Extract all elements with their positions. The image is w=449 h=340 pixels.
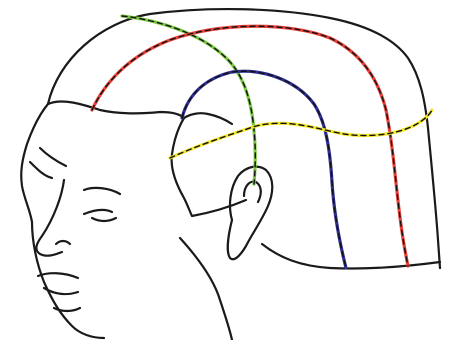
ear-inner-outline: [244, 182, 261, 202]
eyebrow-right: [84, 188, 120, 194]
nape-outline: [262, 244, 440, 269]
eye-right-lid: [92, 218, 116, 221]
hairline-left: [21, 104, 48, 222]
eye-right: [84, 210, 112, 214]
nose-outline: [36, 180, 64, 256]
forehead-outline: [48, 102, 184, 118]
jaw-outline: [32, 222, 104, 338]
eye-left: [30, 162, 52, 178]
head-outline: [48, 9, 440, 268]
sideburn-front-outline: [184, 113, 232, 124]
eyebrow-left: [40, 148, 66, 166]
nostril: [56, 241, 70, 244]
neck-outline: [180, 238, 232, 340]
mouth-upper: [38, 273, 78, 278]
red-section-line: [92, 26, 408, 266]
